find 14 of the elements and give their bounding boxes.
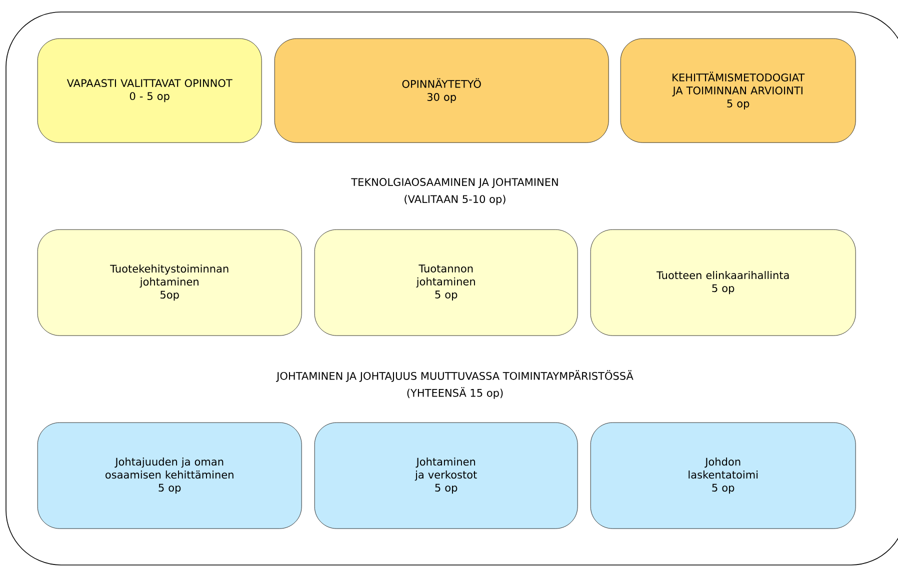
course-box: Johdon laskentatoimi 5 op: [590, 422, 856, 529]
section-heading: (YHTEENSÄ 15 op): [407, 387, 503, 399]
course-box: Tuotteen elinkaarihallinta 5 op: [590, 229, 856, 336]
course-box: Johtaminen ja verkostot 5 op: [314, 422, 578, 529]
course-box: OPINNÄYTETYÖ 30 op: [274, 38, 609, 143]
course-box: Johtajuuden ja oman osaamisen kehittäminen 5 op: [37, 422, 302, 529]
section-heading: TEKNOLGIAOSAAMINEN JA JOHTAMINEN: [351, 178, 558, 188]
frame-box: [6, 12, 898, 566]
course-box: KEHITTÄMISMETODOGIAT JA TOIMINNAN ARVIOINTI 5 op: [620, 38, 856, 143]
course-box: Tuotannon johtaminen 5 op: [314, 229, 578, 336]
section-heading: JOHTAMINEN JA JOHTAJUUS MUUTTUVASSA TOIMINTAYMPÄRISTÖSSÄ: [276, 370, 634, 382]
section-heading: (VALITAAN 5-10 op): [404, 194, 506, 206]
course-box: VAPAASTI VALITTAVAT OPINNOT 0 - 5 op: [37, 38, 262, 143]
course-box: Tuotekehitystoiminnan johtaminen 5op: [37, 229, 302, 336]
